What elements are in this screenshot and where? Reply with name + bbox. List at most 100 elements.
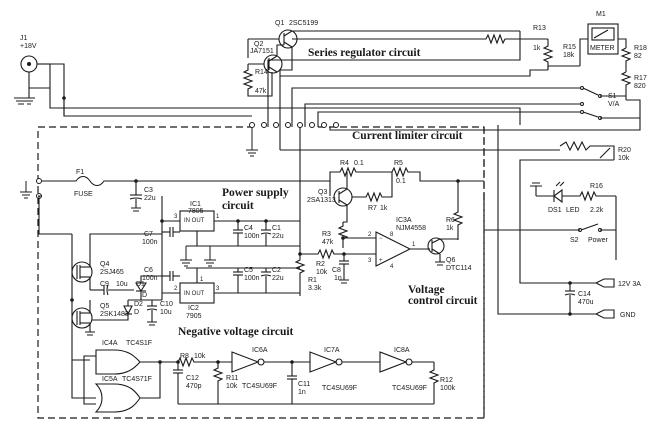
c3-label: C3 [144,187,153,194]
c2-value: 22u [272,275,284,282]
ic1-inout: IN OUT [184,218,205,224]
s1-switch [580,86,602,120]
c1-capacitor [260,221,272,246]
input-rail [50,63,252,117]
ic1-wires [162,220,300,246]
m1-label: M1 [596,11,606,18]
ic3a-pin4: 4 [390,264,394,270]
gnd-led [530,182,542,187]
r15-label: R15 [563,44,576,51]
c14-label: C14 [578,291,591,298]
q4-mosfet [71,261,93,283]
r14-resistor [242,64,273,97]
out-12v-terminal [594,278,615,288]
r8-label: R8 [180,353,189,360]
c3-capacitor [129,181,143,212]
ic8a-wires [292,361,434,405]
current-limiter-title: Current limiter circuit [352,130,463,142]
r1-value: 3.3k [308,285,322,292]
series-regulator-title: Series regulator circuit [308,47,421,59]
ground-rail [29,64,521,125]
bus-wire-2 [280,69,548,77]
ic3a-value: NJM4558 [396,225,426,232]
voltage-control-title: Voltage [408,284,445,296]
ic5a-gate [94,383,141,413]
c6-label: C6 [144,267,153,274]
r6-label: R6 [446,217,455,224]
r11-resistor [212,362,224,404]
c12-value: 470p [186,383,202,390]
q6-transistor [427,237,445,255]
header-terminals [249,122,339,128]
ic4a-gate [95,349,141,375]
output-wires [497,125,596,315]
ic5a-label: IC5A [102,376,118,383]
gnd-header [246,128,258,157]
r4-value: 0.1 [354,160,364,167]
meter-label: METER [590,45,615,52]
c14-value: 470u [578,299,594,306]
r11-label: R11 [226,375,238,382]
q5-label: Q5 [100,303,109,310]
ic6a-label: IC6A [252,347,268,354]
r1-label: R1 [308,277,317,284]
power-supply-title: Power supply [222,187,289,199]
c7-capacitor [162,227,180,237]
c10-label: C10 [160,301,173,308]
j1-value: +18V [20,43,37,50]
r16-label: R16 [590,183,603,190]
d1-diode [135,275,162,300]
ic3a-pin1: 1 [412,242,416,248]
r3-value: 47k [322,239,334,246]
q3-label: Q3 [318,189,327,196]
d2-label: D2 [134,301,143,308]
r18-value: 82 [634,53,642,60]
out-12v-label: 12V 3A [618,281,641,288]
q1-label: Q1 [275,20,284,27]
c12-capacitor [173,362,183,404]
ic3a-pin8: 8 [390,232,394,238]
r6-value: 1k [446,225,454,232]
r5-value: 0.1 [396,178,406,185]
voltage-control-title-2: control circuit [408,295,478,307]
r12-resistor [428,362,440,404]
ds1-led [553,181,565,204]
ic8a-value: TC4SU69F [392,385,427,392]
r20-label: R20 [618,147,631,154]
ic3a-opamp: − + [375,231,412,267]
ic2-label: IC2 [188,305,199,312]
r14-label: R14 [255,69,268,76]
c6-capacitor [162,271,180,281]
ic2-wires [162,268,300,294]
led-label: LED [566,207,580,214]
svg-text:+: + [379,258,383,264]
ic7a-value: TC4SU69F [322,385,357,392]
r4-label: R4 [340,160,349,167]
q5-mosfet [71,307,93,329]
s2-value: Power [588,237,609,244]
d1-letter: D [142,292,147,299]
ic1-pin1: 1 [216,214,220,220]
c4-label: C4 [244,225,253,232]
r3-label: R3 [322,231,331,238]
gnd-terminal-label: GND [620,312,636,319]
r12-value: 100k [440,385,456,392]
gnd-q6 [435,261,445,266]
ic8a-label: IC8A [394,347,410,354]
f1-label: F1 [76,169,84,176]
c5-capacitor [233,268,243,293]
r11-value: 10k [226,383,238,390]
bus-wire-5 [317,111,546,127]
r12-label: R12 [440,377,453,384]
r20-wiper [599,147,611,159]
c1-label: C1 [272,225,281,232]
r5-label: R5 [394,160,403,167]
ic3a-label: IC3A [396,217,412,224]
bus-wire-6 [329,118,641,131]
gnd-q5 [85,331,95,336]
r4-r5-resistors [329,166,484,182]
c5-label: C5 [244,267,253,274]
ic1-label: IC1 [190,201,201,208]
ic2-inout: IN OUT [184,291,205,297]
c4-value: 100n [244,233,260,240]
